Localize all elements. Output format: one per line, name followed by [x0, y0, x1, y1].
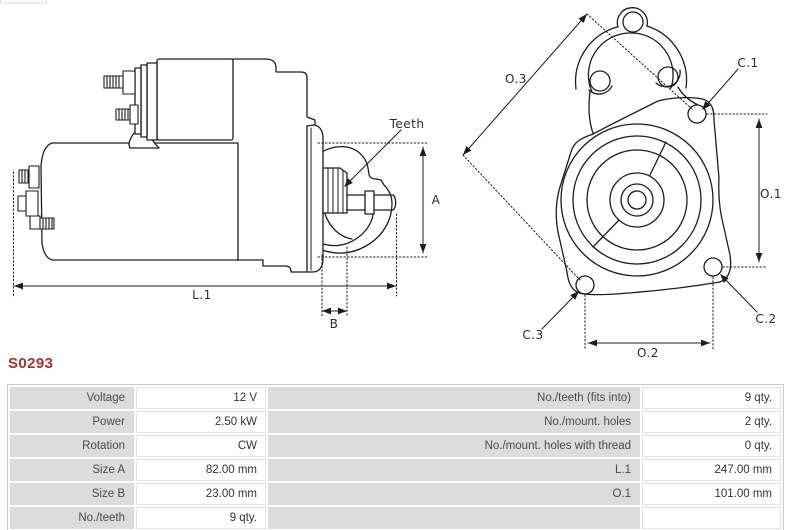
- callout-c1: C.1: [702, 56, 758, 110]
- spec-value-right: 9 qty.: [642, 387, 781, 409]
- solenoid: [134, 58, 234, 141]
- mount-hole-c2: [703, 257, 723, 277]
- spec-value-left: 23.00 mm: [136, 483, 266, 505]
- spec-label-right: L.1: [268, 459, 640, 481]
- dimension-a: A: [317, 142, 441, 258]
- dim-label-a: A: [432, 193, 441, 207]
- dim-label-l1: L.1: [192, 288, 212, 302]
- rear-terminal-studs: [17, 165, 55, 230]
- dome-top-hole: [622, 11, 644, 33]
- spec-value-right: 101.00 mm: [642, 483, 781, 505]
- pinion-gear: [322, 167, 348, 214]
- spec-label-left: Rotation: [10, 435, 134, 457]
- spec-label-right: No./mount. holes: [268, 411, 640, 433]
- spec-label-right: No./teeth (fits into): [268, 387, 640, 409]
- callout-c2: C.2: [720, 274, 776, 326]
- solenoid-terminal-studs: [103, 70, 139, 125]
- dim-label-b: B: [330, 317, 339, 331]
- motor-body: [40, 142, 239, 261]
- dimension-b: B: [321, 246, 348, 331]
- dimension-o2: O.2: [584, 276, 714, 358]
- pinion-shaft: [346, 190, 397, 215]
- dim-label-c3: C.3: [522, 328, 543, 342]
- dim-label-o3: O.3: [505, 72, 527, 86]
- part-number: S0293: [8, 355, 54, 372]
- drive-housing-foot: [237, 259, 307, 273]
- spec-value-left: 12 V: [136, 387, 266, 409]
- drive-end-cap: [306, 124, 324, 273]
- starter-motor-drawing: L.1 B A Teeth: [0, 0, 782, 358]
- spec-value-right: 2 qty.: [642, 411, 781, 433]
- spec-value-right: [642, 507, 781, 529]
- dimension-l1: L.1: [13, 171, 397, 302]
- spec-value-left: 82.00 mm: [136, 459, 266, 481]
- spec-label-left: Size A: [10, 459, 134, 481]
- spec-value-left: CW: [136, 435, 266, 457]
- spec-label-left: Power: [10, 411, 134, 433]
- spec-value-left: 9 qty.: [136, 507, 266, 529]
- dim-label-o1: O.1: [760, 187, 782, 201]
- solenoid-dome: [574, 7, 699, 134]
- spec-label-left: Size B: [10, 483, 134, 505]
- callout-c3: C.3: [522, 291, 579, 342]
- dim-label-o2: O.2: [637, 346, 659, 358]
- shaft-collar: [364, 190, 375, 215]
- spec-label-right: O.1: [268, 483, 640, 505]
- dome-left-ear-hole: [589, 70, 611, 92]
- spec-value-right: 0 qty.: [642, 435, 781, 457]
- spec-label-right: No./mount. holes with thread: [268, 435, 640, 457]
- drive-housing-upper: [232, 58, 316, 127]
- spec-label-left: No./teeth: [10, 507, 134, 529]
- dim-label-c2: C.2: [755, 312, 776, 326]
- front-view: O.3 O.1 O.2 C.1: [462, 7, 782, 358]
- spec-value-right: 247.00 mm: [642, 459, 781, 481]
- mounting-flange: [555, 96, 732, 296]
- teeth-callout: Teeth: [344, 117, 425, 187]
- housing-spokes: [592, 141, 667, 248]
- spec-value-left: 2.50 kW: [136, 411, 266, 433]
- dimension-o3: O.3: [462, 13, 693, 281]
- mount-hole-c3: [575, 275, 595, 295]
- side-view: L.1 B A Teeth: [13, 58, 441, 331]
- dome-neck: [588, 86, 699, 134]
- screenshot-corner-artifact: [0, 0, 47, 4]
- dimension-o1: O.1: [706, 113, 782, 268]
- housing-circles: [560, 123, 714, 277]
- spec-label-right: [268, 507, 640, 529]
- mount-hole-c1: [687, 104, 707, 124]
- dim-label-c1: C.1: [737, 56, 758, 70]
- spec-label-left: Voltage: [10, 387, 134, 409]
- teeth-label: Teeth: [389, 117, 425, 131]
